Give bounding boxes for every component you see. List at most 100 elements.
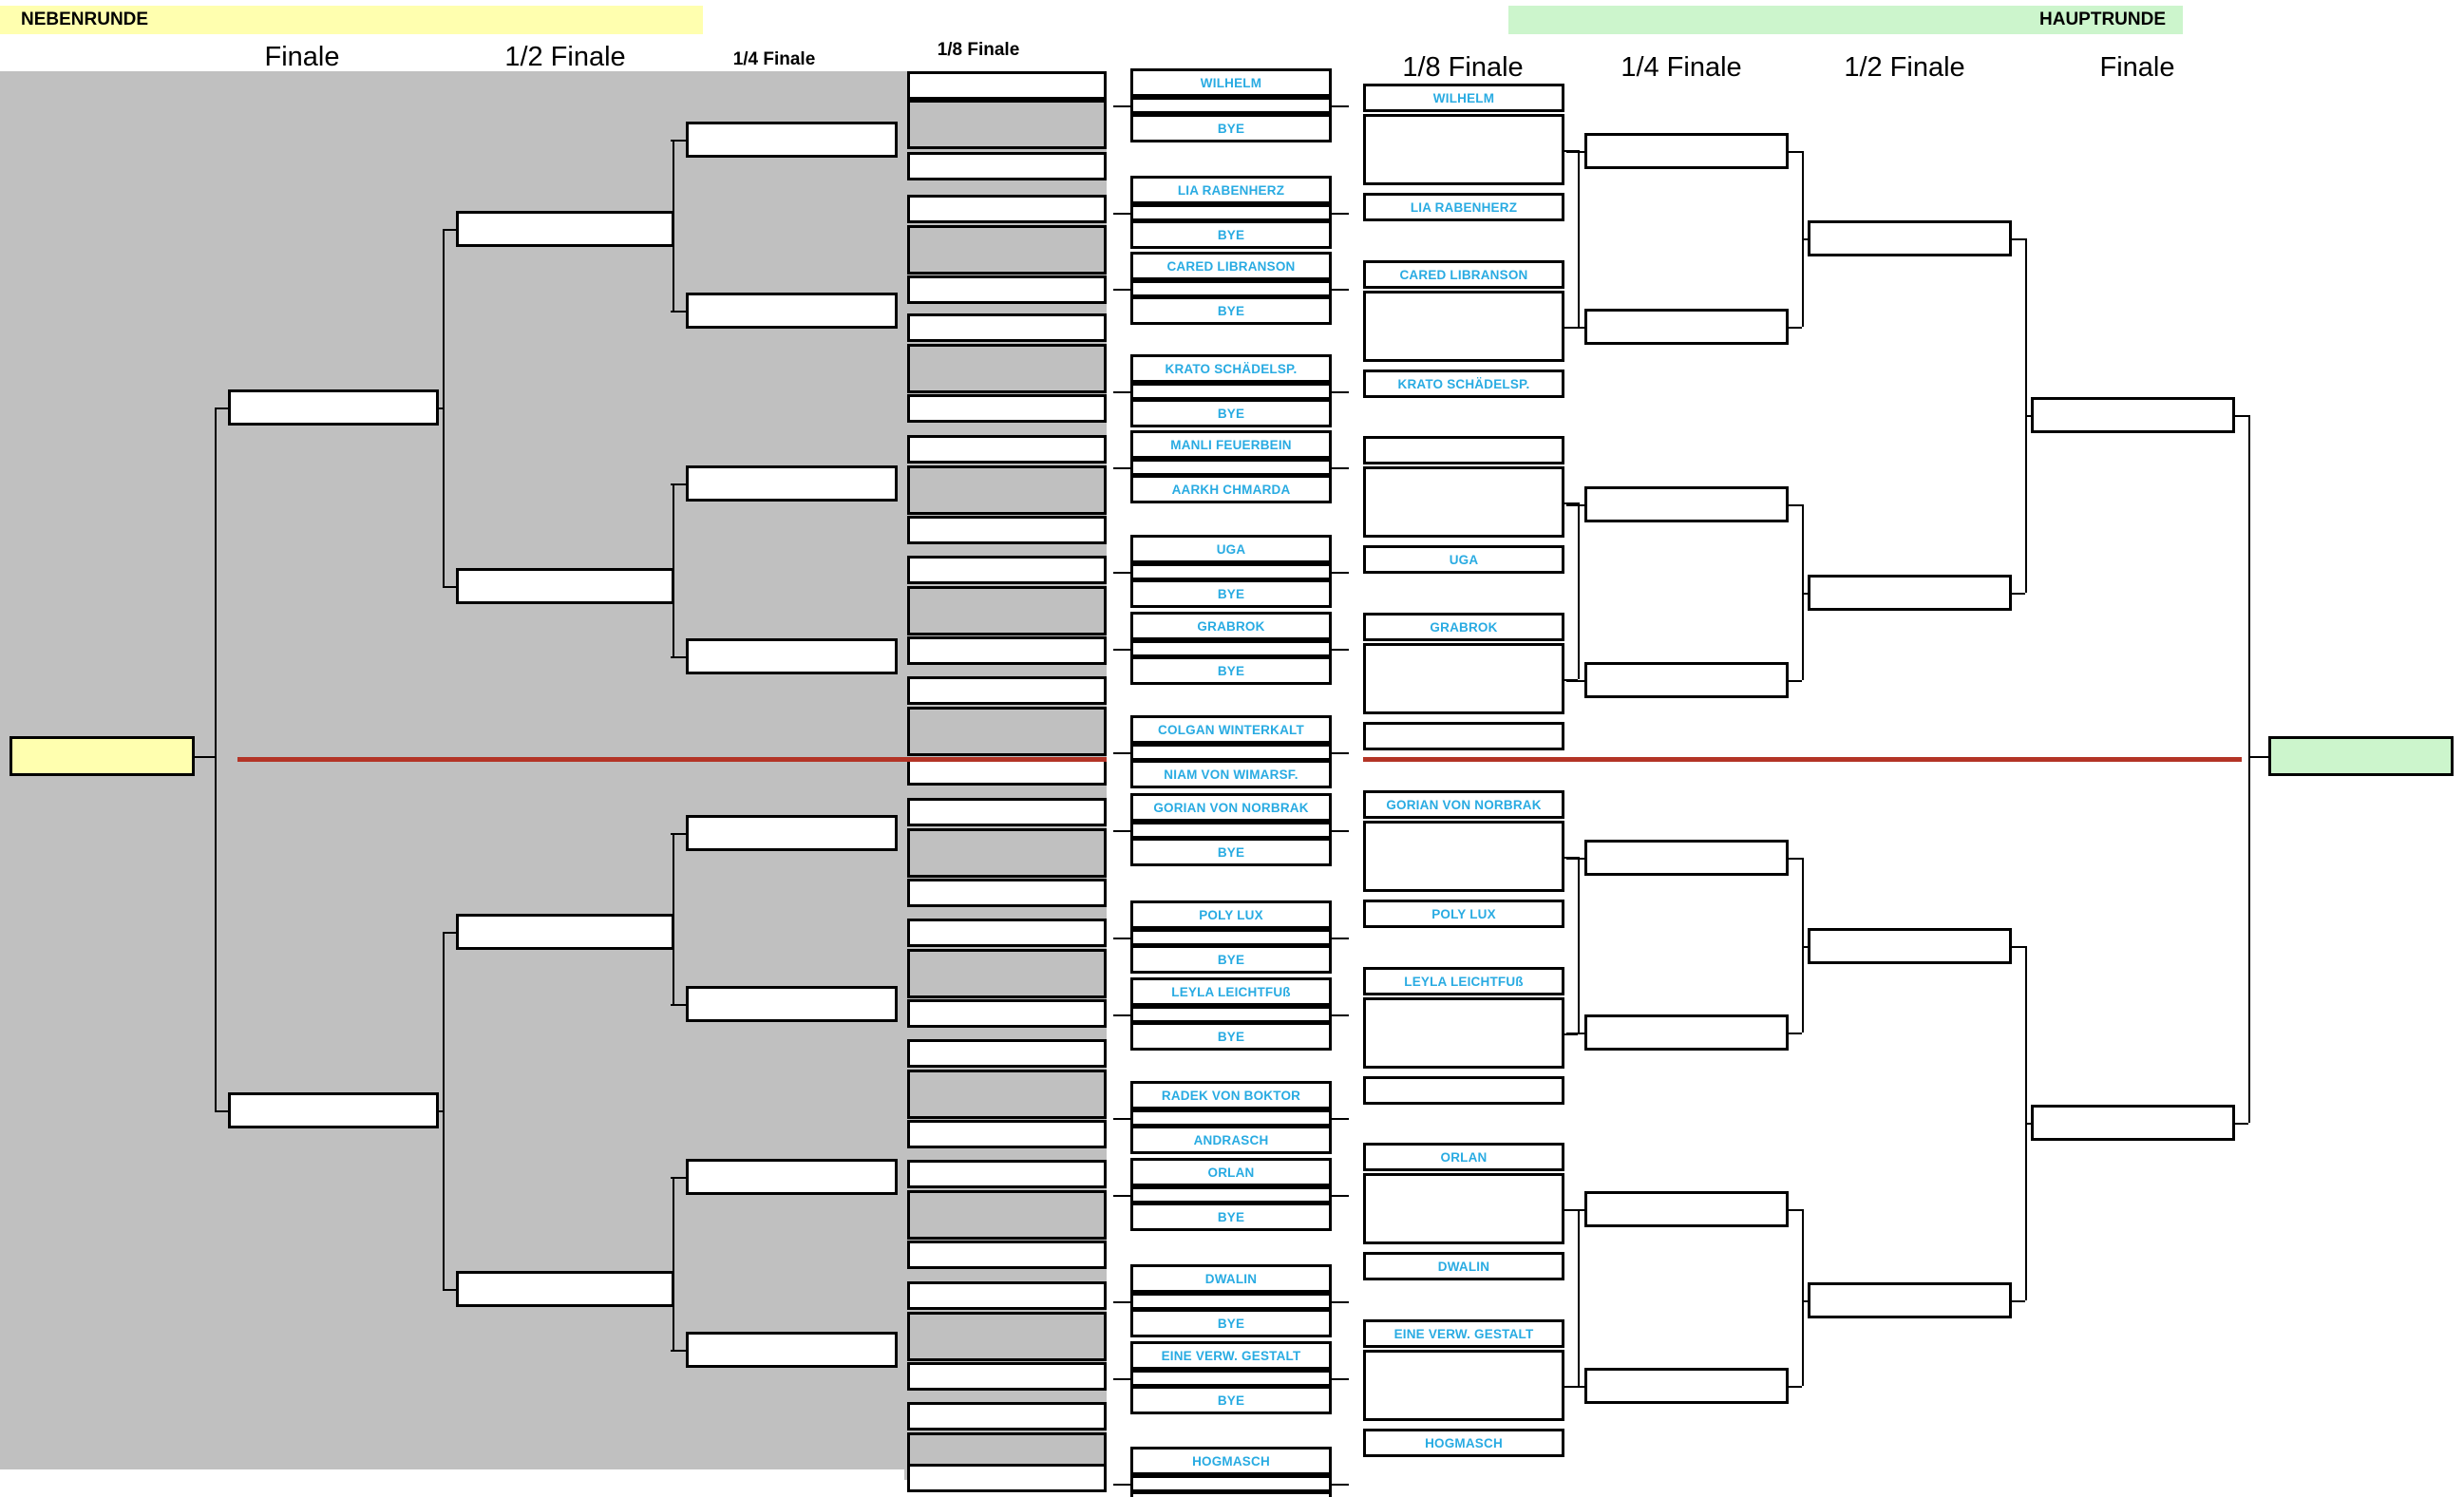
entry-slot-top-13[interactable]: ORLAN: [1130, 1158, 1332, 1186]
entry-score-14[interactable]: [1130, 1293, 1332, 1310]
neben-14-box-4[interactable]: [686, 638, 898, 674]
entry-slot-bottom-9[interactable]: BYE: [1130, 838, 1332, 866]
entry-score-1[interactable]: [1130, 97, 1332, 114]
haupt-final-box-2[interactable]: [2031, 1105, 2235, 1141]
entry-slot-top-15[interactable]: EINE VERW. GESTALT: [1130, 1341, 1332, 1370]
haupt-18-top-7[interactable]: ORLAN: [1363, 1143, 1564, 1171]
haupt-14-box-8[interactable]: [1584, 1368, 1789, 1404]
entry-score-8[interactable]: [1130, 744, 1332, 761]
haupt-14-box-4[interactable]: [1584, 662, 1789, 698]
entry-slot-bottom-8[interactable]: NIAM VON WIMARSF.: [1130, 760, 1332, 788]
neben-18-top-11[interactable]: [907, 1281, 1107, 1310]
haupt-18-score-4[interactable]: [1363, 643, 1564, 714]
entry-slot-top-1[interactable]: WILHELM: [1130, 68, 1332, 97]
entry-slot-top-7[interactable]: GRABROK: [1130, 612, 1332, 640]
haupt-18-score-5[interactable]: [1363, 821, 1564, 892]
haupt-18-score-6[interactable]: [1363, 997, 1564, 1069]
neben-18-mid-6[interactable]: [907, 707, 1107, 756]
entry-slot-bottom-13[interactable]: BYE: [1130, 1203, 1332, 1231]
haupt-18-top-3[interactable]: [1363, 436, 1564, 464]
neben-14-box-3[interactable]: [686, 465, 898, 502]
neben-18-bottom-5[interactable]: [907, 636, 1107, 665]
haupt-12-box-4[interactable]: [1808, 1282, 2012, 1318]
haupt-18-top-8[interactable]: EINE VERW. GESTALT: [1363, 1319, 1564, 1348]
entry-score-16[interactable]: [1130, 1475, 1332, 1492]
neben-18-bottom-9[interactable]: [907, 1120, 1107, 1148]
entry-slot-bottom-16[interactable]: BYE: [1130, 1491, 1332, 1497]
neben-18-mid-1[interactable]: [907, 100, 1107, 149]
entry-score-6[interactable]: [1130, 563, 1332, 580]
entry-slot-bottom-4[interactable]: BYE: [1130, 399, 1332, 427]
haupt-14-box-6[interactable]: [1584, 1014, 1789, 1051]
neben-18-mid-10[interactable]: [907, 1190, 1107, 1240]
neben-18-bottom-1[interactable]: [907, 152, 1107, 180]
haupt-18-score-1[interactable]: [1363, 114, 1564, 185]
neben-18-top-4[interactable]: [907, 435, 1107, 464]
neben-18-top-12[interactable]: [907, 1402, 1107, 1431]
haupt-18-top-2[interactable]: CARED LIBRANSON: [1363, 260, 1564, 289]
entry-slot-bottom-14[interactable]: BYE: [1130, 1309, 1332, 1337]
entry-slot-top-14[interactable]: DWALIN: [1130, 1264, 1332, 1293]
entry-slot-top-9[interactable]: GORIAN VON NORBRAK: [1130, 793, 1332, 822]
haupt-18-score-3[interactable]: [1363, 466, 1564, 538]
neben-18-mid-7[interactable]: [907, 828, 1107, 878]
neben-18-bottom-10[interactable]: [907, 1241, 1107, 1269]
entry-slot-top-2[interactable]: LIA RABENHERZ: [1130, 176, 1332, 204]
neben-18-mid-8[interactable]: [907, 949, 1107, 998]
entry-slot-top-6[interactable]: UGA: [1130, 535, 1332, 563]
haupt-18-bottom-6[interactable]: [1363, 1076, 1564, 1105]
haupt-18-top-6[interactable]: LEYLA LEICHTFUß: [1363, 967, 1564, 995]
neben-18-top-2[interactable]: [907, 195, 1107, 223]
neben-14-box-8[interactable]: [686, 1332, 898, 1368]
haupt-12-box-1[interactable]: [1808, 220, 2012, 256]
haupt-14-box-3[interactable]: [1584, 486, 1789, 522]
neben-12-box-2[interactable]: [456, 568, 674, 604]
neben-12-box-1[interactable]: [456, 211, 674, 247]
entry-slot-top-11[interactable]: LEYLA LEICHTFUß: [1130, 977, 1332, 1006]
neben-final-box-1[interactable]: [228, 389, 439, 426]
neben-18-bottom-7[interactable]: [907, 879, 1107, 907]
neben-14-box-5[interactable]: [686, 815, 898, 851]
entry-slot-top-4[interactable]: KRATO SCHÄDELSP.: [1130, 354, 1332, 383]
entry-score-3[interactable]: [1130, 280, 1332, 297]
neben-18-bottom-8[interactable]: [907, 999, 1107, 1028]
neben-18-mid-2[interactable]: [907, 225, 1107, 275]
neben-18-mid-4[interactable]: [907, 465, 1107, 515]
entry-slot-top-3[interactable]: CARED LIBRANSON: [1130, 252, 1332, 280]
haupt-12-box-3[interactable]: [1808, 928, 2012, 964]
entry-score-2[interactable]: [1130, 204, 1332, 221]
haupt-14-box-5[interactable]: [1584, 840, 1789, 876]
haupt-18-bottom-5[interactable]: POLY LUX: [1363, 900, 1564, 928]
entry-slot-bottom-7[interactable]: BYE: [1130, 656, 1332, 685]
entry-slot-bottom-3[interactable]: BYE: [1130, 296, 1332, 325]
entry-score-13[interactable]: [1130, 1186, 1332, 1203]
haupt-18-bottom-8[interactable]: HOGMASCH: [1363, 1429, 1564, 1457]
neben-18-top-8[interactable]: [907, 919, 1107, 947]
neben-18-mid-11[interactable]: [907, 1312, 1107, 1361]
neben-12-box-4[interactable]: [456, 1271, 674, 1307]
entry-score-7[interactable]: [1130, 640, 1332, 657]
neben-18-top-9[interactable]: [907, 1039, 1107, 1068]
neben-18-top-6[interactable]: [907, 676, 1107, 705]
haupt-18-bottom-7[interactable]: DWALIN: [1363, 1252, 1564, 1280]
haupt-18-top-4[interactable]: GRABROK: [1363, 613, 1564, 641]
entry-slot-bottom-11[interactable]: BYE: [1130, 1022, 1332, 1051]
neben-18-bottom-3[interactable]: [907, 394, 1107, 423]
entry-slot-bottom-6[interactable]: BYE: [1130, 579, 1332, 608]
entry-slot-top-12[interactable]: RADEK VON BOKTOR: [1130, 1081, 1332, 1109]
entry-slot-top-10[interactable]: POLY LUX: [1130, 900, 1332, 929]
neben-final-box-2[interactable]: [228, 1092, 439, 1128]
haupt-18-score-7[interactable]: [1363, 1173, 1564, 1244]
neben-18-bottom-12[interactable]: [907, 1464, 1107, 1492]
neben-18-top-1[interactable]: [907, 71, 1107, 100]
entry-slot-bottom-5[interactable]: AARKH CHMARDA: [1130, 475, 1332, 503]
haupt-18-bottom-2[interactable]: KRATO SCHÄDELSP.: [1363, 370, 1564, 398]
entry-score-15[interactable]: [1130, 1370, 1332, 1387]
haupt-18-score-2[interactable]: [1363, 291, 1564, 362]
entry-slot-top-16[interactable]: HOGMASCH: [1130, 1447, 1332, 1475]
neben-18-bottom-2[interactable]: [907, 275, 1107, 304]
neben-14-box-7[interactable]: [686, 1159, 898, 1195]
neben-14-box-6[interactable]: [686, 986, 898, 1022]
neben-18-mid-3[interactable]: [907, 344, 1107, 393]
neben-14-box-1[interactable]: [686, 122, 898, 158]
